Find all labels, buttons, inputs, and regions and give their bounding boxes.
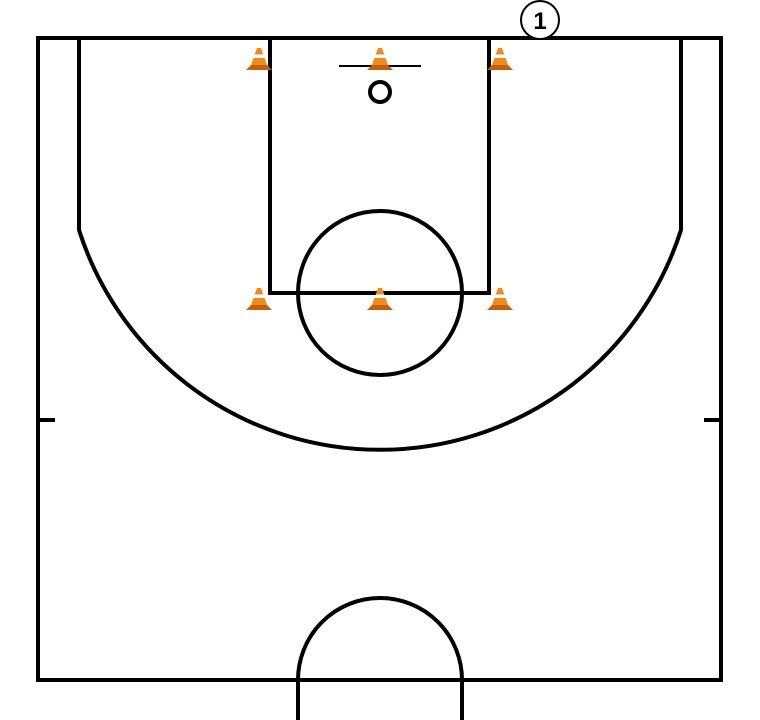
cone-free-throw-center-icon[interactable] (367, 288, 393, 310)
cone-elbow-left-icon[interactable] (246, 288, 272, 310)
key-lane (268, 36, 491, 295)
basket-rim (368, 80, 392, 104)
court-boundary (36, 36, 723, 682)
free-throw-circle (296, 209, 464, 377)
player-number-circle-icon (520, 0, 560, 40)
cone-baseline-left-icon[interactable] (246, 48, 272, 70)
cones-layer (246, 48, 513, 310)
cone-baseline-center-icon[interactable] (367, 48, 393, 70)
three-point-line (77, 38, 683, 452)
cone-elbow-right-icon[interactable] (487, 288, 513, 310)
cone-baseline-right-icon[interactable] (487, 48, 513, 70)
center-circle (296, 596, 464, 720)
player-1[interactable]: 1 (520, 0, 560, 40)
player-label: 1 (533, 8, 546, 35)
